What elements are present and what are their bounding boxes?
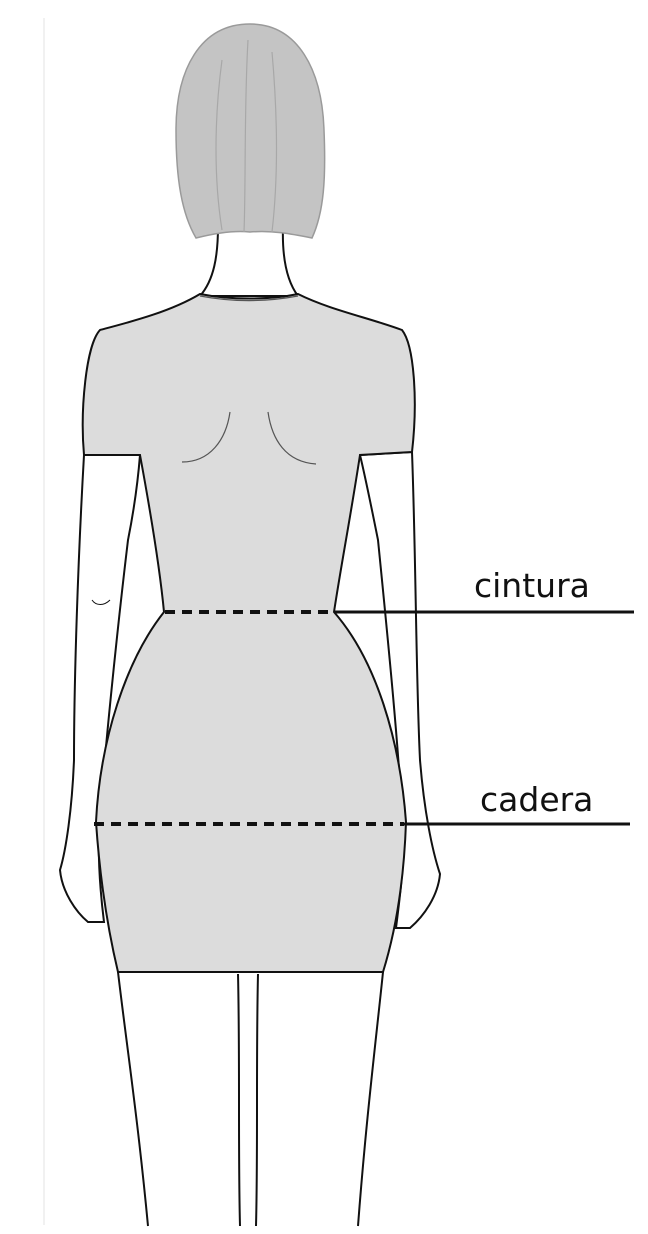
hip-label: cadera <box>480 783 593 816</box>
left-leg-outline <box>118 972 148 1226</box>
dress <box>83 294 415 972</box>
right-leg-outline <box>358 972 383 1226</box>
inner-leg-left <box>238 974 240 1226</box>
waist-label: cintura <box>474 569 590 602</box>
inner-leg-right <box>256 974 258 1226</box>
legs <box>118 972 383 1226</box>
hair <box>176 24 325 238</box>
neck <box>200 226 298 296</box>
